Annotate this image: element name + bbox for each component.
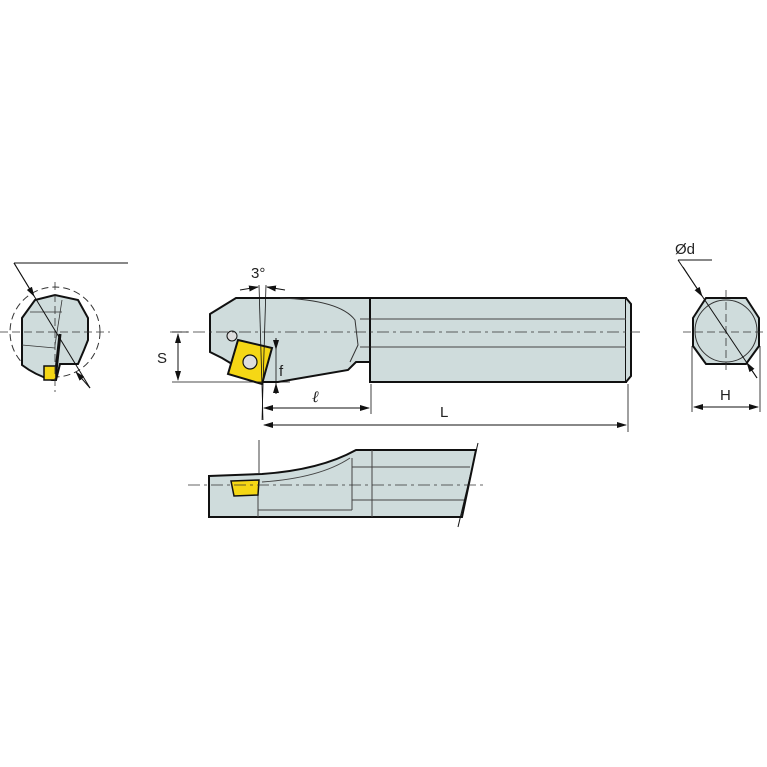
H-label: H (720, 387, 731, 404)
side-view (188, 440, 484, 528)
end-view-right: Ød H (675, 241, 767, 412)
angle-label: 3° (251, 265, 265, 282)
d-label: Ød (675, 241, 695, 258)
l-label: ℓ (312, 389, 319, 406)
L-label: L (440, 404, 448, 421)
f-label: f (279, 363, 284, 380)
top-view (170, 297, 640, 386)
s-label: S (157, 350, 167, 367)
dimensions-top-view: 3° S f ℓ L (157, 265, 629, 432)
end-view-left (0, 262, 128, 392)
